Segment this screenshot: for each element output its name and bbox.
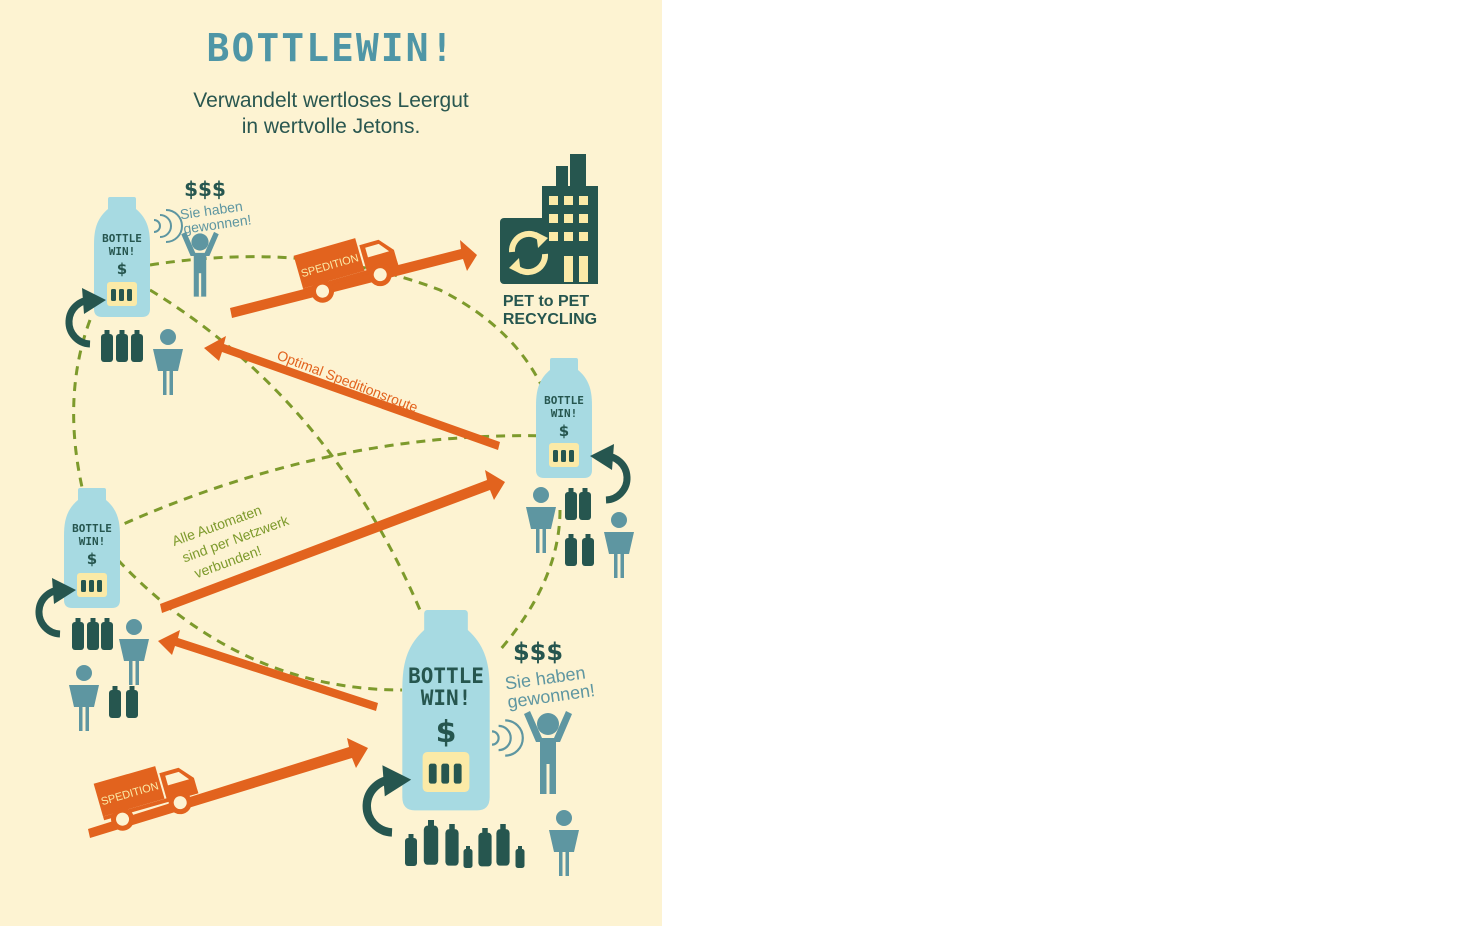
machine-label-2: WIN! xyxy=(551,407,578,420)
recycling-label-2: RECYCLING xyxy=(503,311,597,328)
machine-left: BOTTLE WIN! $ xyxy=(39,488,149,731)
bottlewin-poster: BOTTLEWIN! Verwandelt wertloses Leergut … xyxy=(0,0,662,926)
machine-label-2: WIN! xyxy=(109,245,136,258)
win-money: $$$ xyxy=(184,177,226,201)
network-diagram: BOTTLE WIN! $ $$$ Sie haben gewonnen! SP… xyxy=(0,154,634,876)
transport-arrows xyxy=(88,240,505,838)
wireless-icon xyxy=(153,209,183,243)
machine-bottom: BOTTLE WIN! $ $$$ Sie haben gewonnen! xyxy=(367,610,596,876)
win-money: $$$ xyxy=(513,638,563,666)
machine-label-1: BOTTLE xyxy=(408,664,484,688)
machine-currency: $ xyxy=(87,550,97,568)
person-icon xyxy=(69,665,99,731)
wireless-icon xyxy=(490,719,524,757)
machine-label-2: WIN! xyxy=(421,686,472,710)
machine-currency: $ xyxy=(559,422,569,440)
return-arrow-icon xyxy=(590,444,627,500)
subtitle-line-1: Verwandelt wertloses Leergut xyxy=(193,89,469,112)
machine-currency: $ xyxy=(436,715,457,750)
cheering-person-icon xyxy=(181,231,219,297)
machine-currency: $ xyxy=(117,260,127,278)
machine-label-2: WIN! xyxy=(79,535,106,548)
machine-label-1: BOTTLE xyxy=(102,232,142,245)
machine-label-1: BOTTLE xyxy=(72,522,112,535)
recycling-label-1: PET to PET xyxy=(503,293,589,310)
machine-top-left: BOTTLE WIN! $ $$$ Sie haben gewonnen! xyxy=(69,177,252,395)
poster-subtitle: Verwandelt wertloses Leergut in wertvoll… xyxy=(0,88,662,140)
machine-right: BOTTLE WIN! $ xyxy=(526,358,634,578)
truck-bottom: SPEDITION xyxy=(94,757,202,833)
route-label: Optimal Speditionsroute xyxy=(275,347,420,416)
person-icon xyxy=(153,329,183,395)
person-icon xyxy=(119,619,149,685)
person-icon xyxy=(549,810,579,876)
person-icon xyxy=(604,512,634,578)
machine-label-1: BOTTLE xyxy=(544,394,584,407)
network-connections xyxy=(72,255,562,692)
recycling-plant: PET to PET RECYCLING xyxy=(500,154,598,328)
network-label: Alle Automaten sind per Netzwerk verbund… xyxy=(170,502,292,582)
person-icon xyxy=(526,487,556,553)
bottle-pile xyxy=(405,820,525,868)
poster-title: BOTTLEWIN! xyxy=(206,26,456,70)
cheering-person-icon xyxy=(524,711,572,794)
subtitle-line-2: in wertvolle Jetons. xyxy=(241,115,421,138)
truck-top: SPEDITION xyxy=(294,229,402,305)
